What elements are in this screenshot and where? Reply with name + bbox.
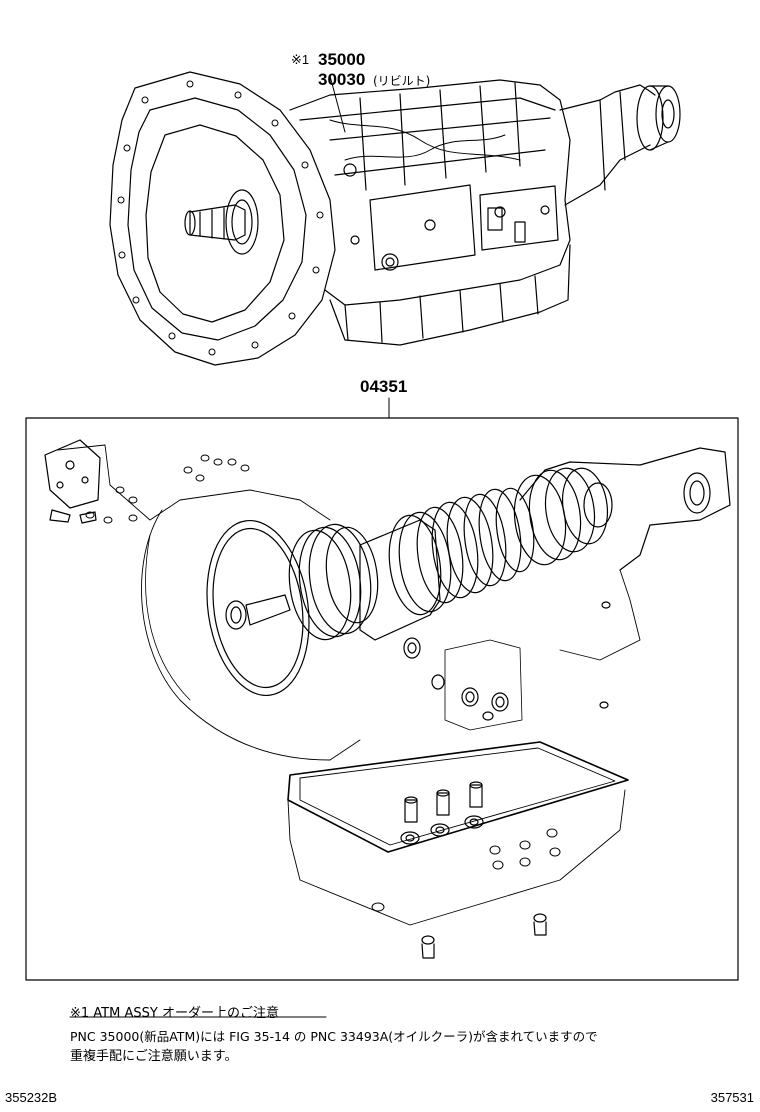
note-heading: ※1 ATM ASSY オーダー上のご注意 — [70, 1006, 279, 1021]
kit-frame — [25, 417, 739, 981]
overhaul-kit-parts — [44, 439, 731, 959]
footer-right-code: 357531 — [710, 1090, 754, 1105]
callout-mark: ※1 — [291, 52, 310, 67]
callout-rebuilt-note: (リビルト) — [373, 74, 431, 88]
note-line-2: 重複手配にご注意願います。 — [70, 1049, 238, 1064]
footer-left-code: 355232B — [5, 1090, 58, 1105]
transmission-assembly — [109, 71, 681, 366]
callout-pnc-new[interactable]: 35000 — [318, 50, 366, 69]
note-line-1: PNC 35000(新品ATM)には FIG 35-14 の PNC 33493… — [70, 1029, 598, 1044]
callout-kit[interactable]: 04351 — [360, 377, 408, 396]
callout-pnc-rebuilt[interactable]: 30030 — [318, 70, 366, 89]
